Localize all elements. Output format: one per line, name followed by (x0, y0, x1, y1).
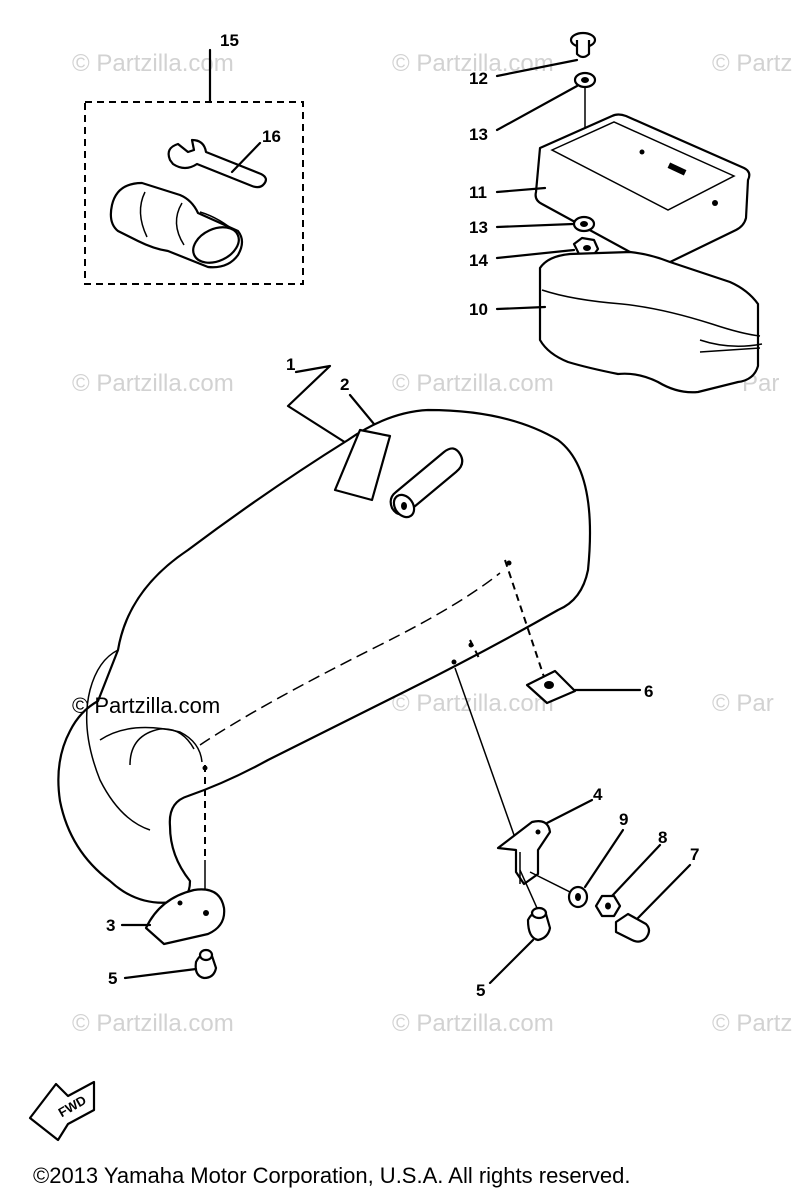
wrench-icon (167, 138, 268, 189)
callout-10: 10 (469, 300, 488, 319)
watermark: © Partzilla.com (392, 50, 554, 77)
leader-line (583, 828, 625, 889)
watermark: © Partzilla.com (72, 1010, 234, 1037)
plate-hole (203, 910, 209, 916)
leader-line (495, 305, 547, 311)
leader-line (495, 58, 579, 78)
pouch-end (192, 226, 240, 264)
tool-kit-dashed-box (84, 101, 304, 285)
watermark: © Partzilla.com (392, 690, 554, 717)
copyright-notice: ©2013 Yamaha Motor Corporation, U.S.A. A… (33, 1163, 631, 1188)
mount-point (202, 765, 208, 771)
leader-line (636, 863, 692, 920)
battery-box-group (495, 31, 763, 394)
callout-5: 5 (476, 981, 485, 1000)
cover-label (667, 162, 687, 176)
watermark: © Partzilla.com (72, 50, 234, 77)
washer-hole (580, 221, 588, 227)
callout-4: 4 (593, 785, 603, 804)
leader-line (610, 843, 662, 898)
seat-seam (99, 726, 203, 763)
mount-point (451, 659, 457, 665)
callout-3: 3 (106, 916, 115, 935)
cover-screw (639, 149, 645, 155)
bracket-hole (535, 829, 541, 835)
mount-point (468, 642, 474, 648)
seat-plate-icon (144, 888, 226, 946)
fwd-arrow-icon: FWD (28, 1080, 96, 1142)
callout-16: 16 (262, 127, 281, 146)
axis-line (529, 871, 571, 893)
leader-line (495, 186, 547, 194)
leader-line (230, 141, 262, 174)
bolt-icon (614, 912, 651, 943)
callout-12: 12 (469, 69, 488, 88)
nut-hole (605, 902, 611, 910)
battery-box-icon (538, 250, 760, 394)
leader-line (495, 248, 576, 260)
callout-11: 11 (469, 183, 487, 202)
callout-6: 6 (644, 682, 653, 701)
bolt-shank (575, 40, 591, 59)
callout-8: 8 (658, 828, 667, 847)
seat-piping (199, 572, 501, 746)
mount-line (504, 559, 546, 681)
bolt-head (530, 906, 548, 920)
watermark: © Partz (712, 50, 793, 77)
axis-line (519, 869, 538, 909)
bolt-head (198, 948, 214, 962)
callout-5: 5 (108, 969, 117, 988)
callout-2: 2 (340, 375, 349, 394)
watermark: © Partz (712, 1010, 793, 1037)
leader-line (495, 84, 579, 132)
callout-9: 9 (619, 810, 628, 829)
mount-line (454, 667, 521, 853)
box-edge (699, 339, 763, 353)
watermark: © Par (712, 690, 774, 717)
watermark: © Partzilla.com (72, 370, 234, 397)
battery-cover-icon (534, 113, 751, 267)
seat-strap-icon (333, 428, 392, 502)
callout-1: 1 (286, 355, 295, 374)
seat-body-icon (57, 408, 592, 904)
leader-line (123, 967, 198, 980)
callout-15: 15 (220, 31, 239, 50)
cover-screw (712, 200, 718, 206)
plate-hole (177, 900, 183, 906)
washer-hole (581, 77, 589, 83)
leader-line (488, 938, 535, 985)
box-rim (541, 289, 761, 337)
watermark: © Partzilla.com (392, 1010, 554, 1037)
clip-hole (544, 681, 554, 689)
seat-group (57, 364, 692, 985)
partzilla-watermark: © Partzilla.com (72, 693, 221, 718)
seat-tail (129, 728, 195, 766)
leader-line (495, 222, 575, 229)
nut-hole (583, 245, 591, 251)
mount-point (506, 560, 512, 566)
leader-line (286, 364, 378, 464)
callout-13: 13 (469, 218, 488, 237)
watermark: © Partzilla.com (392, 370, 554, 397)
roller-hole (401, 502, 407, 510)
seat-bracket-icon (496, 820, 552, 886)
washer-hole (575, 893, 581, 901)
seat-front-edge (85, 649, 151, 831)
callout-14: 14 (469, 251, 488, 270)
callout-13: 13 (469, 125, 488, 144)
leader-line (545, 798, 594, 825)
tool-kit-group (84, 48, 304, 285)
cover-inner (550, 121, 736, 211)
callout-7: 7 (690, 845, 699, 864)
